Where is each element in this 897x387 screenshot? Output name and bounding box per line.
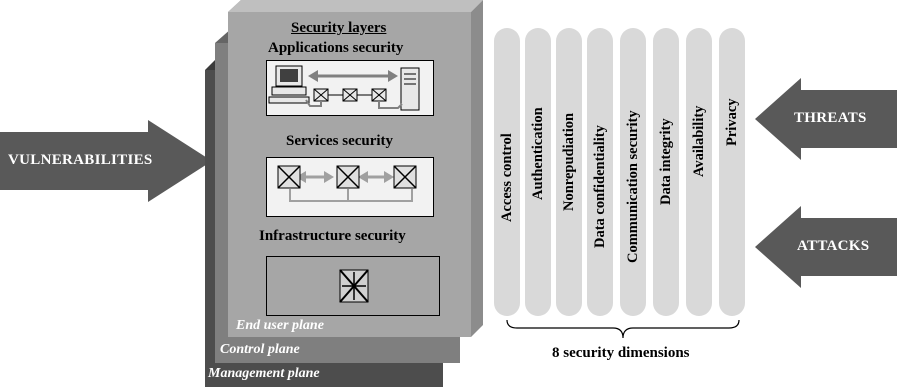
dimensions-brace xyxy=(506,319,740,339)
vulnerabilities-arrow xyxy=(0,120,212,202)
management-plane-label: Management plane xyxy=(208,366,320,381)
dimension-privacy: Privacy xyxy=(724,98,740,146)
network-node-icons xyxy=(277,165,417,189)
infrastructure-security-box xyxy=(266,256,440,316)
server-icon xyxy=(400,67,420,111)
infrastructure-security-title: Infrastructure security xyxy=(259,228,406,244)
applications-security-box xyxy=(266,60,434,116)
attacks-arrow xyxy=(755,206,897,288)
services-security-box xyxy=(266,157,434,217)
vulnerabilities-label: VULNERABILITIES xyxy=(8,152,153,168)
dimension-availability: Availability xyxy=(691,105,707,177)
dimension-data-confidentiality: Data confidentiality xyxy=(592,125,608,248)
applications-security-title: Applications security xyxy=(268,40,404,56)
router-icon xyxy=(339,269,369,303)
dimension-access-control: Access control xyxy=(499,133,515,222)
dimension-data-integrity: Data integrity xyxy=(658,118,674,205)
dimension-nonrepudiation: Nonrepudiation xyxy=(561,112,577,211)
control-plane-label: Control plane xyxy=(220,342,300,357)
services-security-title: Services security xyxy=(286,133,394,149)
threats-label: THREATS xyxy=(794,110,867,126)
attacks-label: ATTACKS xyxy=(797,238,870,254)
threats-arrow xyxy=(755,78,897,160)
dimension-pillars xyxy=(494,28,745,316)
dimension-communication-security: Communication security xyxy=(625,110,641,263)
network-switch-icons xyxy=(313,88,387,102)
dimensions-caption: 8 security dimensions xyxy=(552,345,690,361)
security-layers-heading: Security layers xyxy=(291,20,387,36)
end-user-plane-label: End user plane xyxy=(236,318,324,333)
computer-icon xyxy=(268,65,310,104)
dimension-authentication: Authentication xyxy=(530,107,546,200)
